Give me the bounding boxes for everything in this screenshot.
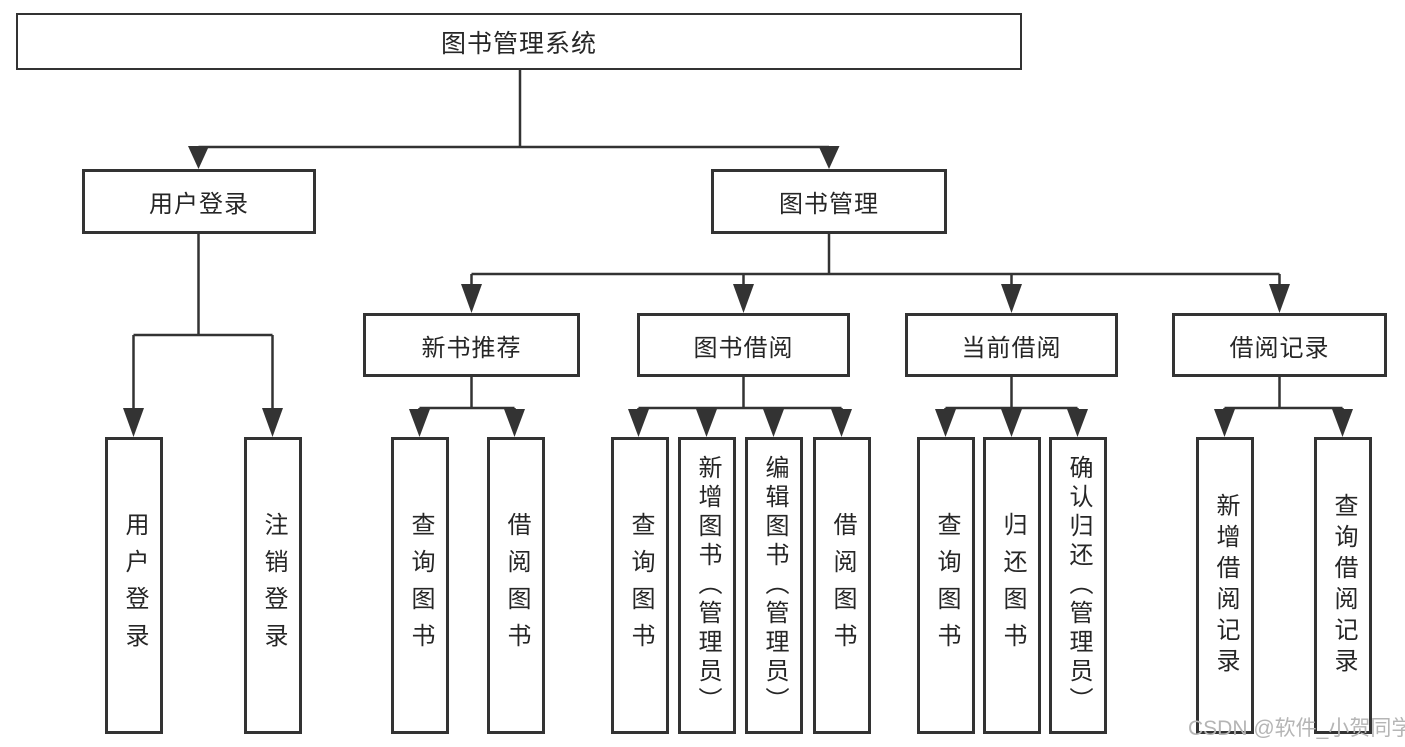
leaf-confirm-return-admin: 确认归还（管理员） <box>1049 437 1107 734</box>
leaf-logout-label: 注销登录 <box>260 511 287 660</box>
node-user-login-label: 用户登录 <box>149 191 249 218</box>
leaf-borrow-book-recommend-label: 借阅图书 <box>503 511 530 660</box>
leaf-add-book-admin-label: 新增图书（管理员） <box>694 455 721 716</box>
leaf-user-login: 用户登录 <box>105 437 163 734</box>
node-book-management-label: 图书管理 <box>779 191 879 218</box>
leaf-borrow-book: 借阅图书 <box>813 437 871 734</box>
leaf-return-book-label: 归还图书 <box>999 511 1026 660</box>
node-book-borrow-label: 图书借阅 <box>693 334 794 362</box>
leaf-borrow-book-label: 借阅图书 <box>829 511 856 660</box>
leaf-query-book-current: 查询图书 <box>917 437 975 734</box>
node-book-borrow: 图书借阅 <box>637 313 850 377</box>
node-root-system-label: 图书管理系统 <box>440 29 597 58</box>
leaf-logout: 注销登录 <box>244 437 302 734</box>
node-user-login: 用户登录 <box>82 169 316 234</box>
leaf-query-book-recommend-label: 查询图书 <box>407 511 434 660</box>
leaf-user-login-label: 用户登录 <box>121 511 148 660</box>
leaf-query-borrow-record: 查询借阅记录 <box>1314 437 1372 734</box>
node-borrow-record-label: 借阅记录 <box>1229 334 1330 362</box>
leaf-borrow-book-recommend: 借阅图书 <box>487 437 545 734</box>
leaf-query-book-borrow-label: 查询图书 <box>627 511 654 660</box>
node-book-management: 图书管理 <box>711 169 947 234</box>
arrowheads <box>123 146 1353 437</box>
leaf-add-borrow-record-label: 新增借阅记录 <box>1212 492 1239 679</box>
node-borrow-record: 借阅记录 <box>1172 313 1387 377</box>
leaf-query-book-recommend: 查询图书 <box>391 437 449 734</box>
node-current-borrow: 当前借阅 <box>905 313 1118 377</box>
node-new-book-recommend: 新书推荐 <box>363 313 580 377</box>
node-root-system: 图书管理系统 <box>16 13 1022 70</box>
leaf-edit-book-admin: 编辑图书（管理员） <box>745 437 803 734</box>
leaf-edit-book-admin-label: 编辑图书（管理员） <box>761 455 788 716</box>
node-new-book-recommend-label: 新书推荐 <box>421 334 522 362</box>
leaf-add-book-admin: 新增图书（管理员） <box>678 437 736 734</box>
leaf-add-borrow-record: 新增借阅记录 <box>1196 437 1254 734</box>
leaf-confirm-return-admin-label: 确认归还（管理员） <box>1065 455 1092 716</box>
leaf-query-borrow-record-label: 查询借阅记录 <box>1330 492 1357 679</box>
node-current-borrow-label: 当前借阅 <box>961 334 1062 362</box>
csdn-watermark: CSDN @软件_小贺同学 <box>1188 717 1405 740</box>
leaf-query-book-current-label: 查询图书 <box>933 511 960 660</box>
leaf-return-book: 归还图书 <box>983 437 1041 734</box>
leaf-query-book-borrow: 查询图书 <box>611 437 669 734</box>
